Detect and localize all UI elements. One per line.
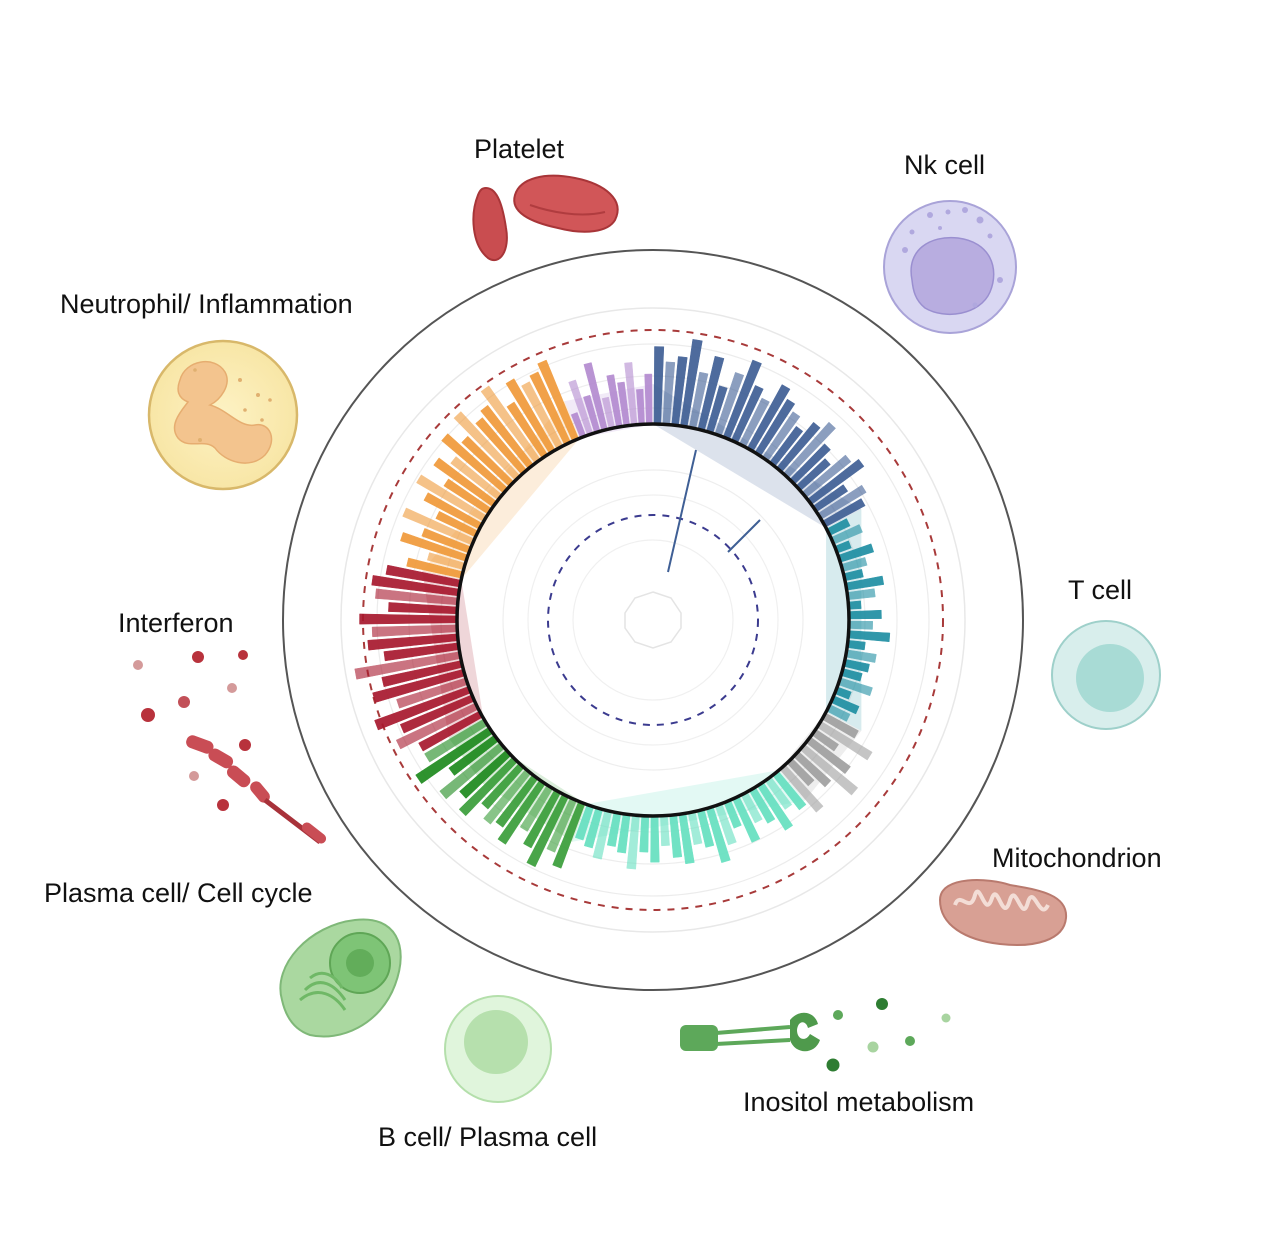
- label-t-cell: T cell: [1068, 575, 1132, 605]
- label-platelet: Platelet: [474, 134, 565, 164]
- grid-ring: [340, 307, 966, 933]
- interferon-icon: [133, 650, 327, 844]
- grid-ring: [527, 494, 779, 746]
- needle-line: [667, 449, 697, 573]
- inner-black-ring: [455, 422, 851, 818]
- bar-layer: [354, 339, 891, 870]
- label-mitochondrion: Mitochondrion: [992, 843, 1162, 873]
- label-nk-cell: Nk cell: [904, 150, 985, 180]
- needle-lines: [667, 449, 761, 573]
- grid-ring: [502, 469, 804, 771]
- mitochondrion-icon: [938, 879, 1068, 946]
- blue-dashed-threshold: [547, 514, 759, 726]
- bar-inositol: [650, 815, 660, 863]
- bar-interferon: [359, 613, 458, 625]
- group-band-inositol: [572, 770, 805, 842]
- label-plasma-cell-cycle: Plasma cell/ Cell cycle: [44, 878, 313, 908]
- label-inositol: Inositol metabolism: [743, 1087, 974, 1117]
- label-interferon: Interferon: [118, 608, 234, 638]
- bar-tcell: [848, 620, 874, 630]
- outer-ring: [282, 249, 1024, 991]
- platelet-icon: [472, 174, 619, 261]
- b-cell-icon: [444, 995, 552, 1103]
- nk-cell-icon: [883, 200, 1017, 334]
- label-neutrophil: Neutrophil/ Inflammation: [60, 289, 353, 319]
- inositol-icon: [680, 998, 951, 1072]
- needle-line: [727, 519, 761, 553]
- grid-ring: [572, 539, 734, 701]
- label-b-cell: B cell/ Plasma cell: [378, 1122, 597, 1152]
- neutrophil-icon: [147, 339, 299, 491]
- t-cell-icon: [1051, 620, 1161, 730]
- center-polygon: [624, 591, 682, 649]
- plasma-cell-icon: [279, 918, 402, 1038]
- bar-tcell: [848, 609, 882, 620]
